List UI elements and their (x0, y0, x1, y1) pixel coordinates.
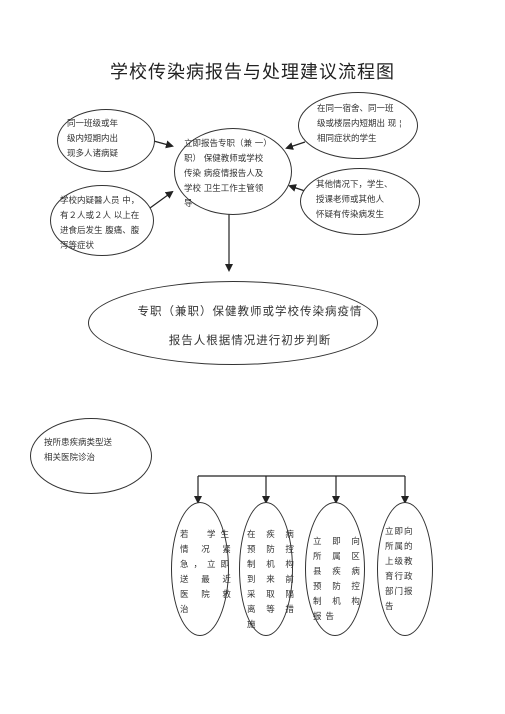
node-food-symptoms-text: 学校内疑醫人员 中， 有２人或２人 以上在 进食后发生 腹痛、腹 泻等症状 (60, 196, 140, 251)
node-food-symptoms (50, 185, 154, 256)
node-branch-cdc-text: 立 即 向 所 属 区 县 疾 病 预 防 控 制 机 构 报告 (313, 537, 364, 622)
node-class-illness-text: 同一班级或年 级内短期内出 现多人诸病疑 (67, 119, 119, 159)
node-branch-isolation (239, 502, 293, 636)
arrow-left-mid (149, 190, 174, 209)
node-branch-cdc (305, 502, 365, 636)
node-report-immediately-text: 立即报告专职（兼 一） 职） 保健教师或学校 传染 病疫情报告人及 学校 卫生工… (184, 139, 272, 209)
node-other-suspicion (300, 168, 420, 235)
node-branch-emergency-text: 若 学生 情 况 紧 急，立即 送 最 近 医 院 救 治 (180, 530, 236, 615)
node-dorm-symptoms (298, 92, 418, 159)
node-send-hospital (30, 418, 152, 494)
node-initial-assessment-line1: 专职（兼职）保健教师或学校传染病疫情 (137, 304, 363, 318)
node-initial-assessment (88, 281, 378, 365)
node-other-suspicion-text: 其他情况下，学生、 授课老师或其他人 怀疑有传染病发生 (316, 180, 393, 220)
node-branch-emergency (171, 502, 229, 636)
node-branch-education (377, 502, 433, 636)
page-title: 学校传染病报告与处理建议流程图 (110, 62, 395, 83)
node-branch-education-text: 立即向 所属的 上级教 育行政 部门报 告 (385, 527, 414, 612)
node-initial-assessment-line2: 报告人根据情况进行初步判断 (168, 333, 332, 347)
node-class-illness (57, 109, 155, 172)
node-report-immediately (174, 128, 292, 215)
node-send-hospital-text: 按所患疾病类型送 相关医院诊治 (44, 438, 113, 463)
node-dorm-symptoms-text: 在同一宿舍、同一班 级或楼层内短期出 现 ¦ 相同症状的学生 (317, 104, 402, 144)
node-branch-isolation-text: 在 疾 病 预 防 控 制 机 构 到 来 前 采 取 隔 离 等 措 施 (247, 530, 298, 630)
arrow-top-right (285, 141, 306, 150)
